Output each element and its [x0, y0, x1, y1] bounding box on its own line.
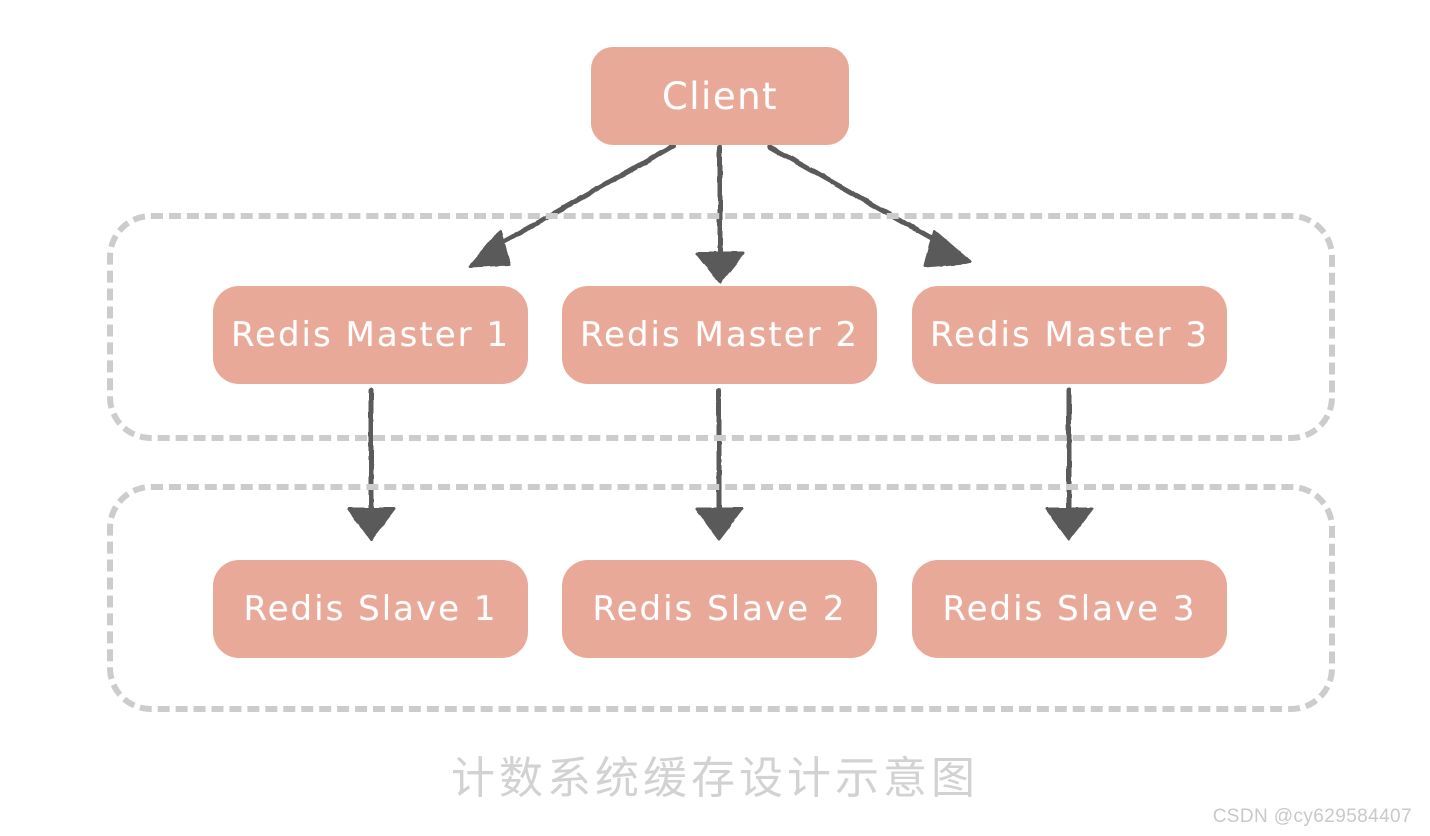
- node-client[interactable]: Client: [591, 47, 849, 145]
- node-redis-master-1[interactable]: Redis Master 1: [213, 286, 528, 384]
- node-client-label: Client: [661, 74, 779, 118]
- node-redis-slave-3-label: Redis Slave 3: [942, 589, 1197, 629]
- node-redis-master-3[interactable]: Redis Master 3: [912, 286, 1227, 384]
- node-redis-master-1-label: Redis Master 1: [230, 315, 511, 355]
- node-redis-master-3-label: Redis Master 3: [929, 315, 1210, 355]
- node-redis-slave-1-label: Redis Slave 1: [243, 589, 498, 629]
- connector-client-to-master-2: [695, 144, 745, 284]
- node-redis-master-2-label: Redis Master 2: [579, 315, 860, 355]
- node-redis-slave-2[interactable]: Redis Slave 2: [562, 560, 877, 658]
- node-redis-slave-1[interactable]: Redis Slave 1: [213, 560, 528, 658]
- connector-master-1-to-slave-1: [347, 387, 396, 541]
- node-redis-slave-3[interactable]: Redis Slave 3: [912, 560, 1227, 658]
- node-redis-slave-2-label: Redis Slave 2: [592, 589, 847, 629]
- connector-master-2-to-slave-2: [695, 387, 744, 541]
- csdn-watermark: CSDN @cy629584407: [1212, 806, 1412, 827]
- tier-group-slaves: [107, 484, 1335, 712]
- connector-master-3-to-slave-3: [1045, 387, 1094, 541]
- connector-client-to-master-1: [468, 143, 676, 268]
- diagram-caption: 计数系统缓存设计示意图: [451, 753, 979, 804]
- node-redis-master-2[interactable]: Redis Master 2: [562, 286, 877, 384]
- connector-client-to-master-3: [767, 144, 972, 268]
- tier-group-masters: [107, 213, 1335, 441]
